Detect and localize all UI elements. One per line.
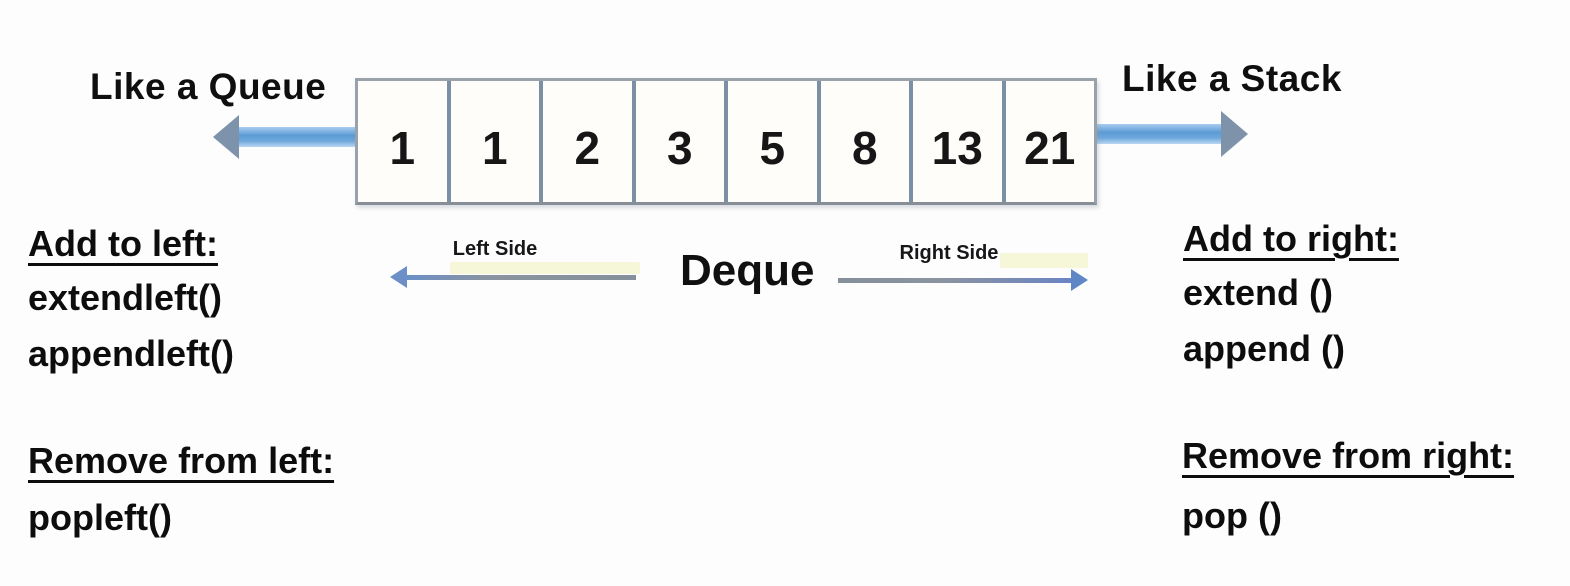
arrow-head-left-icon [213,115,239,159]
deque-cell-4: 5 [728,81,821,202]
arrow-head-left-icon [390,266,407,288]
add-to-left-header: Add to left: [28,223,218,264]
highlight-band-left [450,262,640,274]
method-extend: extend () [1183,272,1334,313]
deque-cell-7: 21 [1005,81,1094,202]
left-side-arrow-icon [390,266,636,288]
method-appendleft: appendleft() [28,333,234,374]
add-to-right-header: Add to right: [1183,218,1399,259]
cell-value: 13 [931,121,983,174]
arrow-head-right-icon [1071,269,1088,291]
like-a-queue-label: Like a Queue [90,66,327,107]
cell-value: 1 [481,121,508,174]
cell-value: 2 [574,121,601,174]
method-pop: pop () [1182,495,1282,536]
method-extendleft: extendleft() [28,277,223,318]
arrow-shaft [407,274,636,280]
like-a-stack-label: Like a Stack [1122,58,1342,99]
arrow-shaft [838,277,1071,283]
highlight-band-right [1000,253,1088,268]
deque-title: Deque [680,246,815,295]
remove-from-right-header: Remove from right: [1182,435,1515,476]
cell-value: 8 [851,121,878,174]
left-side-label: Left Side [452,238,538,260]
arrow-shaft [239,127,355,147]
right-side-arrow-icon [838,269,1088,291]
arrow-shaft [1097,124,1221,144]
method-popleft: popleft() [28,497,172,538]
remove-from-left-header: Remove from left: [28,440,335,481]
deque-cell-3: 3 [635,81,728,202]
cell-value: 21 [1024,121,1076,174]
deque-cell-1: 1 [450,81,543,202]
queue-direction-arrow-icon [213,115,355,159]
deque-cell-2: 2 [543,81,636,202]
cell-value: 1 [389,121,416,174]
deque-cell-5: 8 [820,81,913,202]
deque-cell-6: 13 [913,81,1006,202]
arrow-head-right-icon [1221,111,1248,157]
method-append: append () [1183,328,1345,369]
cell-value: 5 [759,121,786,174]
stack-direction-arrow-icon [1097,111,1248,157]
cell-value: 3 [666,121,693,174]
deque-cell-0: 1 [358,81,451,202]
right-side-label: Right Side [899,242,999,264]
deque-cells-box: 1 1 2 3 5 8 13 21 [355,78,1097,205]
